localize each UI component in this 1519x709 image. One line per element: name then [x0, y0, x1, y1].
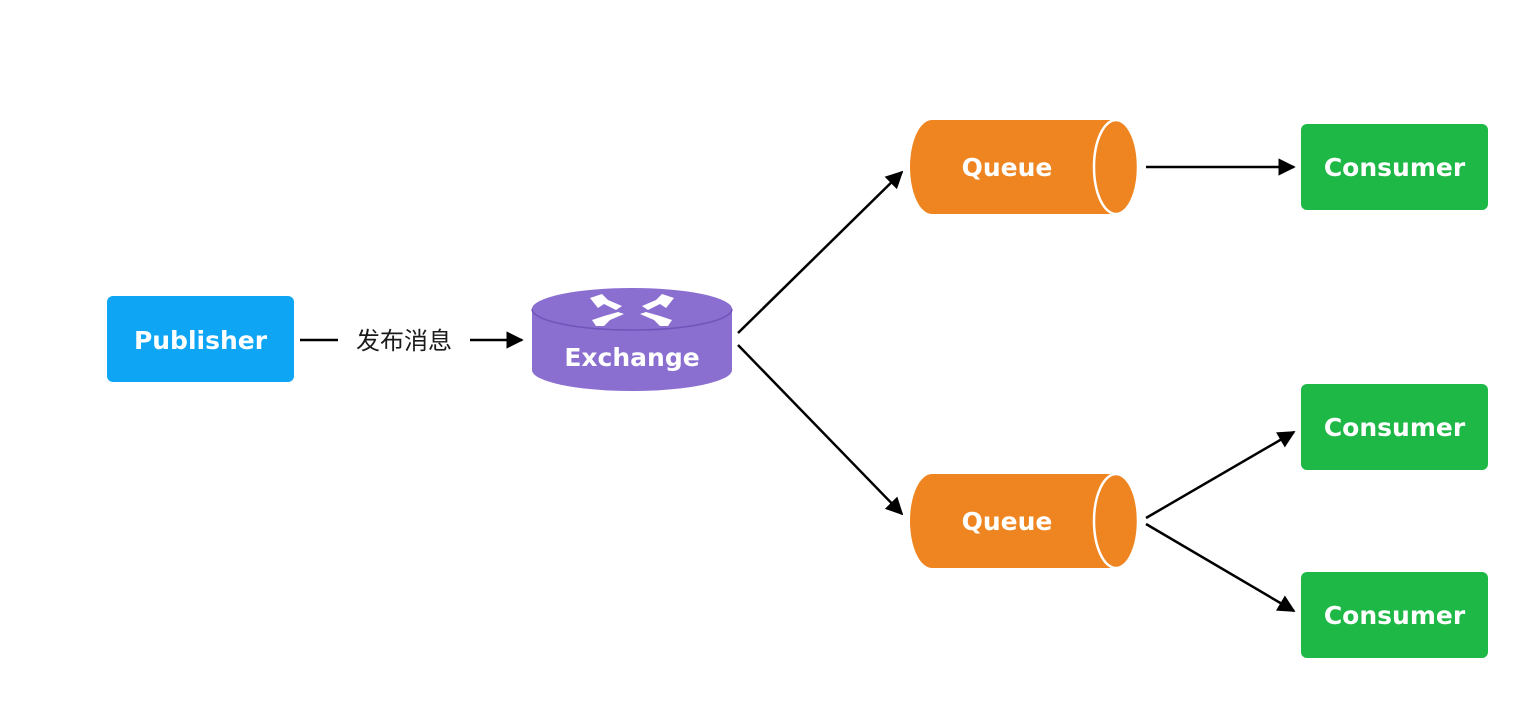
consumer-middle-node[interactable]: Consumer — [1301, 384, 1488, 470]
publisher-node[interactable]: Publisher — [107, 296, 294, 382]
queue-top-node[interactable]: Queue — [910, 118, 1140, 216]
consumer-bottom-label: Consumer — [1324, 601, 1466, 630]
publisher-label: Publisher — [134, 326, 268, 355]
publisher-box — [107, 296, 294, 382]
exchange-body — [532, 309, 732, 391]
exchange-top — [532, 288, 732, 330]
consumer-bottom-node[interactable]: Consumer — [1301, 572, 1488, 658]
exchange-node[interactable]: Exchange — [531, 288, 733, 391]
edge-exchange-to-queue-top — [737, 170, 904, 334]
publish-message-label: 发布消息 — [356, 327, 452, 355]
exchange-rim — [531, 308, 733, 331]
router-arrows-icon — [590, 294, 674, 326]
queue-bottom-node[interactable]: Queue — [910, 472, 1140, 570]
edges — [300, 158, 1296, 613]
queue-bottom-body — [910, 474, 1138, 568]
exchange-label: Exchange — [564, 343, 699, 372]
queue-top-label: Queue — [962, 153, 1053, 182]
consumer-middle-box — [1301, 384, 1488, 470]
queue-top-end — [1092, 118, 1140, 216]
consumer-top-label: Consumer — [1324, 153, 1466, 182]
queue-top-body — [910, 120, 1138, 214]
edge-exchange-to-queue-bottom — [737, 344, 904, 516]
queue-bottom-label: Queue — [962, 507, 1053, 536]
consumer-top-node[interactable]: Consumer — [1301, 124, 1488, 210]
queue-bottom-end — [1092, 472, 1140, 570]
consumer-middle-label: Consumer — [1324, 413, 1466, 442]
edge-queue-bottom-to-consumer-middle — [1145, 430, 1296, 520]
consumer-top-box — [1301, 124, 1488, 210]
consumer-bottom-box — [1301, 572, 1488, 658]
edge-queue-bottom-to-consumer-bottom — [1145, 522, 1296, 613]
